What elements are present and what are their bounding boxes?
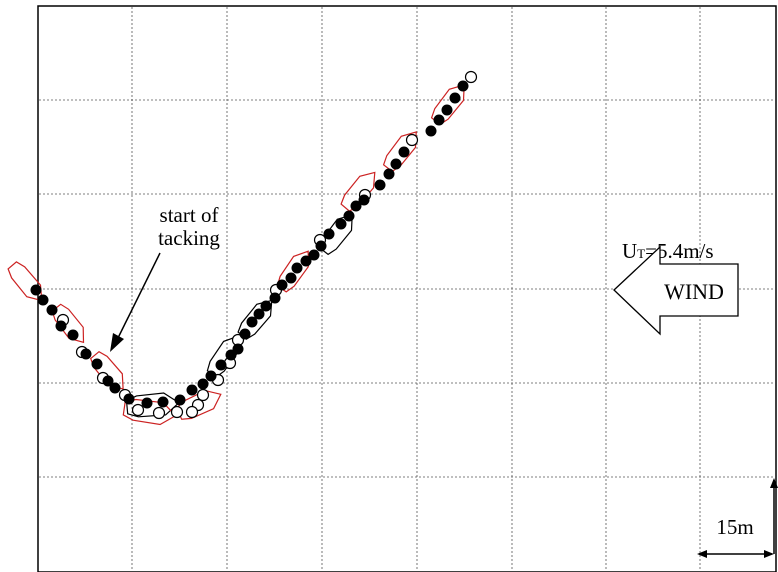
simulated-position-marker	[185, 405, 199, 419]
simulated-position-marker	[464, 70, 478, 84]
measured-position-marker	[425, 125, 437, 137]
measured-position-marker	[157, 396, 169, 408]
annotation-line-2: tacking	[158, 226, 220, 250]
measured-position-marker	[300, 255, 312, 267]
measured-position-marker	[215, 359, 227, 371]
measured-position-marker	[350, 200, 362, 212]
measured-position-marker	[102, 375, 114, 387]
measured-position-marker	[141, 397, 153, 409]
measured-position-marker	[260, 300, 272, 312]
measured-position-marker	[383, 168, 395, 180]
measured-position-marker	[374, 179, 386, 191]
measured-position-marker	[291, 262, 303, 274]
measured-position-marker	[398, 146, 410, 158]
measured-position-marker	[253, 308, 265, 320]
measured-position-marker	[269, 292, 281, 304]
measured-position-marker	[433, 114, 445, 126]
measured-position-marker	[123, 393, 135, 405]
measured-position-marker	[109, 382, 121, 394]
simulated-position-marker	[196, 388, 210, 402]
wind-speed-label: UT=5.4m/s	[622, 239, 714, 263]
simulated-position-marker	[152, 406, 166, 420]
measured-position-marker	[197, 378, 209, 390]
scale-arrow-left	[697, 550, 707, 558]
measured-position-marker	[457, 80, 469, 92]
measured-position-marker	[91, 358, 103, 370]
simulated-position-marker	[170, 405, 184, 419]
measured-position-marker	[67, 329, 79, 341]
measured-position-marker	[358, 194, 370, 206]
measured-position-marker	[30, 284, 42, 296]
measured-position-marker	[246, 316, 258, 328]
hull-outline	[382, 131, 417, 173]
measured-position-marker	[276, 279, 288, 291]
measured-position-marker	[449, 92, 461, 104]
annotation-arrow-head	[110, 333, 124, 352]
measured-position-marker	[335, 218, 347, 230]
hull-outline	[340, 171, 376, 212]
measured-position-marker	[390, 158, 402, 170]
hull-outline	[7, 261, 43, 302]
measured-position-marker	[323, 228, 335, 240]
simulated-position-marker	[131, 403, 145, 417]
simulated-position-marker	[405, 133, 419, 147]
measured-position-marker	[225, 349, 237, 361]
measured-position-marker	[343, 210, 355, 222]
measured-position-marker	[37, 294, 49, 306]
annotation-arrow-line	[116, 252, 161, 341]
wind-arrow	[613, 245, 739, 336]
measured-position-marker	[308, 249, 320, 261]
scale-arrow-up	[770, 478, 778, 488]
measured-position-marker	[239, 328, 251, 340]
measured-position-marker	[315, 240, 327, 252]
hull-outline	[318, 214, 353, 256]
wind-label: WIND	[664, 279, 724, 304]
scale-label: 15m	[716, 515, 753, 539]
wind-speed-subscript: T	[637, 246, 645, 261]
measured-position-marker	[174, 394, 186, 406]
scale-arrow-right	[764, 550, 774, 558]
trajectory-markers	[30, 70, 478, 420]
measured-position-marker	[285, 272, 297, 284]
measured-position-marker	[186, 384, 198, 396]
measured-position-marker	[80, 348, 92, 360]
measured-position-marker	[205, 370, 217, 382]
measured-position-marker	[46, 304, 58, 316]
measured-position-marker	[55, 320, 67, 332]
wind-speed-prefix: U	[622, 239, 637, 263]
annotation-line-1: start of	[160, 203, 219, 227]
measured-position-marker	[441, 104, 453, 116]
